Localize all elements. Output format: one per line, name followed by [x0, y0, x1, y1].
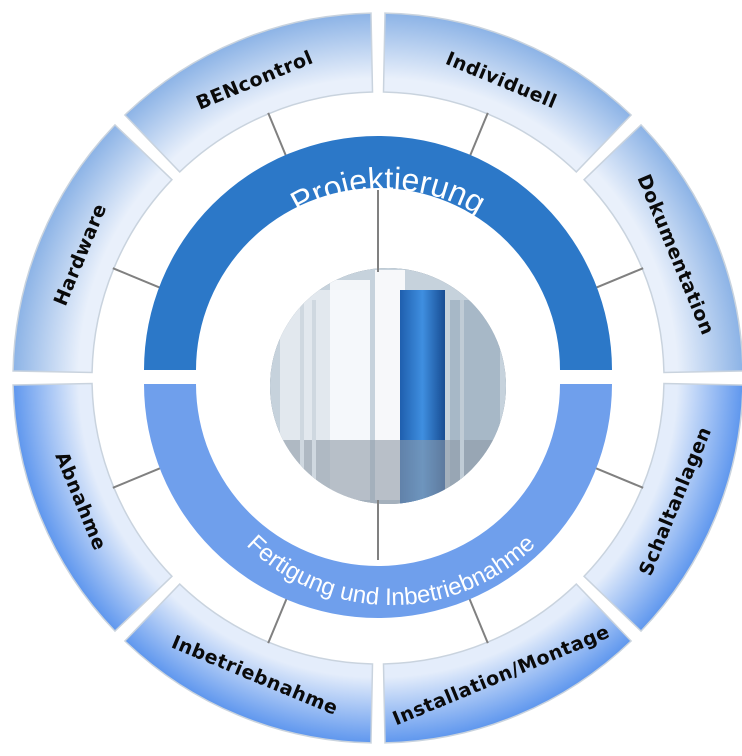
fertigung-ring [144, 384, 612, 618]
projektierung-ring [144, 136, 612, 370]
spoke-installation-montage [467, 595, 489, 644]
spoke-bencontrol [267, 112, 289, 161]
segment-inbetriebnahme [123, 583, 374, 744]
spoke-schaltanlagen [595, 467, 644, 489]
segment-hardware [12, 123, 173, 374]
center-photo [270, 268, 506, 504]
segment-abnahme [12, 382, 173, 633]
spoke-hardware [112, 267, 161, 289]
segment-individuell [382, 12, 633, 173]
spoke-inbetriebnahme [267, 595, 289, 644]
segment-bencontrol [123, 12, 374, 173]
spoke-abnahme [112, 467, 161, 489]
segment-dokumentation [583, 123, 742, 374]
segment-schaltanlagen [583, 382, 742, 633]
spoke-dokumentation [595, 267, 644, 289]
segment-installation-montage [382, 583, 633, 744]
spoke-individuell [467, 112, 489, 161]
spokes [112, 112, 644, 644]
